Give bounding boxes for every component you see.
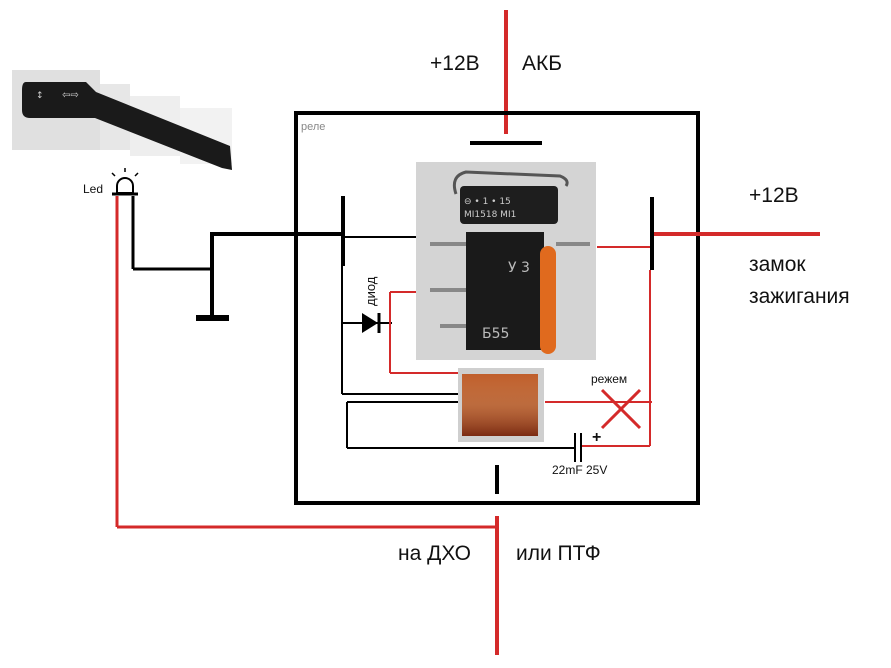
svg-text:⇦⇨: ⇦⇨	[62, 90, 79, 101]
battery-label: АКБ	[522, 52, 562, 75]
drl-label: на ДХО	[398, 542, 471, 565]
diode-label: диод	[363, 276, 378, 306]
cut-label: режем	[591, 372, 627, 386]
ignition-voltage-label: +12В	[749, 184, 799, 207]
capacitor-icon	[574, 433, 582, 462]
copper-coil-photo	[458, 368, 544, 442]
led-label: Led	[83, 182, 103, 196]
capacitor-plus-label: +	[592, 429, 601, 446]
svg-text:⊖ • 1 • 15: ⊖ • 1 • 15	[464, 197, 511, 207]
ignition-label-line2: зажигания	[749, 285, 850, 308]
relay-box	[294, 111, 700, 505]
turn-signal-stalk-photo: ↕ ⇦⇨	[12, 70, 232, 170]
cross-cut-icon	[600, 388, 642, 430]
svg-text:↕: ↕	[36, 91, 44, 101]
capacitor-label: 22mF 25V	[552, 463, 607, 477]
svg-text:У 3: У 3	[508, 260, 530, 276]
relay-transistor-board-photo: ⊖ • 1 • 15 MI1518 MI1 У 3 Б55	[416, 162, 596, 360]
diode-icon	[342, 313, 392, 333]
led-icon	[111, 168, 139, 196]
battery-voltage-label: +12В	[430, 52, 480, 75]
relay-label: реле	[301, 121, 325, 133]
svg-text:Б55: Б55	[482, 326, 509, 342]
ignition-label-line1: замок	[749, 253, 806, 276]
fog-lamp-label: или ПТФ	[516, 542, 601, 565]
svg-text:MI1518 MI1: MI1518 MI1	[464, 210, 516, 220]
